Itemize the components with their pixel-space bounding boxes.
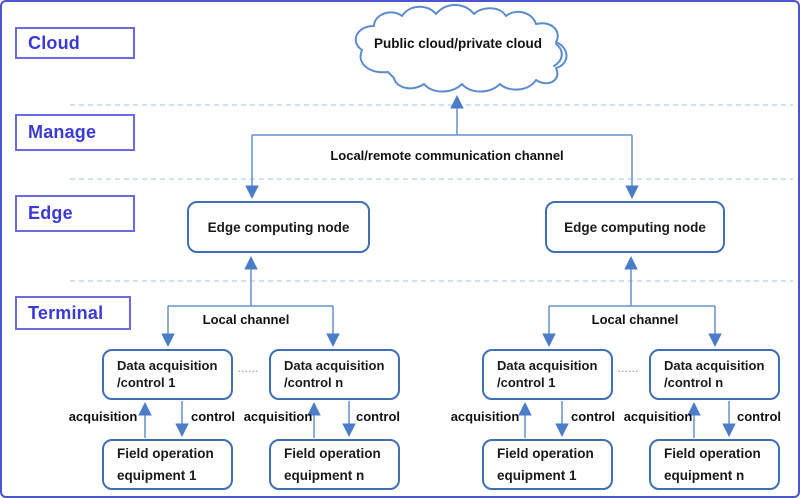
acq-box-4-line1: Data acquisition (664, 358, 765, 374)
field-box-3: Field operation equipment 1 (482, 439, 613, 490)
layer-label-edge: Edge (15, 195, 135, 232)
ellipsis-left: ...... (238, 364, 260, 374)
field-box-1-line2: equipment 1 (117, 467, 197, 483)
layer-label-cloud: Cloud (15, 27, 135, 59)
field-box-3-line1: Field operation (497, 445, 594, 461)
layer-label-manage: Manage (15, 114, 135, 151)
layer-label-manage-text: Manage (28, 122, 97, 142)
control-label-3: control (570, 409, 616, 424)
acquisition-label-3: acquisition (450, 409, 520, 424)
acq-box-2: Data acquisition /control n (269, 349, 400, 400)
control-label-2: control (355, 409, 401, 424)
control-label-4: control (736, 409, 782, 424)
ellipsis-right: ...... (618, 364, 640, 374)
cloud-node-label: Public cloud/private cloud (373, 36, 543, 51)
field-box-4-line2: equipment n (664, 467, 745, 483)
field-box-2-line1: Field operation (284, 445, 381, 461)
acq-box-4: Data acquisition /control n (649, 349, 780, 400)
layer-label-cloud-text: Cloud (28, 32, 80, 53)
field-box-1-line1: Field operation (117, 445, 214, 461)
field-box-3-line2: equipment 1 (497, 467, 577, 483)
wan-channel-label: Local/remote communication channel (330, 148, 564, 163)
control-label-1: control (190, 409, 236, 424)
acquisition-label-1: acquisition (68, 409, 138, 424)
field-box-1: Field operation equipment 1 (102, 439, 233, 490)
acq-box-3: Data acquisition /control 1 (482, 349, 613, 400)
cloud-shape (354, 4, 568, 93)
layer-label-terminal: Terminal (15, 296, 131, 330)
acquisition-label-2: acquisition (243, 409, 313, 424)
field-box-4-line1: Field operation (664, 445, 761, 461)
acq-box-4-line2: /control n (664, 374, 724, 390)
edge-node-right-text: Edge computing node (564, 219, 706, 235)
layer-label-edge-text: Edge (28, 203, 73, 223)
acq-box-1: Data acquisition /control 1 (102, 349, 233, 400)
edge-node-left-text: Edge computing node (207, 219, 350, 235)
layer-separators (70, 104, 793, 282)
acq-box-2-line1: Data acquisition (284, 358, 385, 374)
local-channel-right-label: Local channel (591, 312, 679, 327)
acq-box-3-line2: /control 1 (497, 374, 556, 390)
acq-box-2-line2: /control n (284, 374, 344, 390)
field-box-2: Field operation equipment n (269, 439, 400, 490)
acquisition-label-4: acquisition (623, 409, 693, 424)
acq-box-3-line1: Data acquisition (497, 358, 598, 374)
edge-node-left: Edge computing node (187, 201, 370, 253)
field-box-2-line2: equipment n (284, 467, 365, 483)
field-box-4: Field operation equipment n (649, 439, 780, 490)
acq-box-1-line2: /control 1 (117, 374, 176, 390)
layer-label-terminal-text: Terminal (28, 302, 104, 323)
acq-box-1-line1: Data acquisition (117, 358, 218, 374)
edge-node-right: Edge computing node (545, 201, 725, 253)
local-channel-left-label: Local channel (202, 312, 290, 327)
